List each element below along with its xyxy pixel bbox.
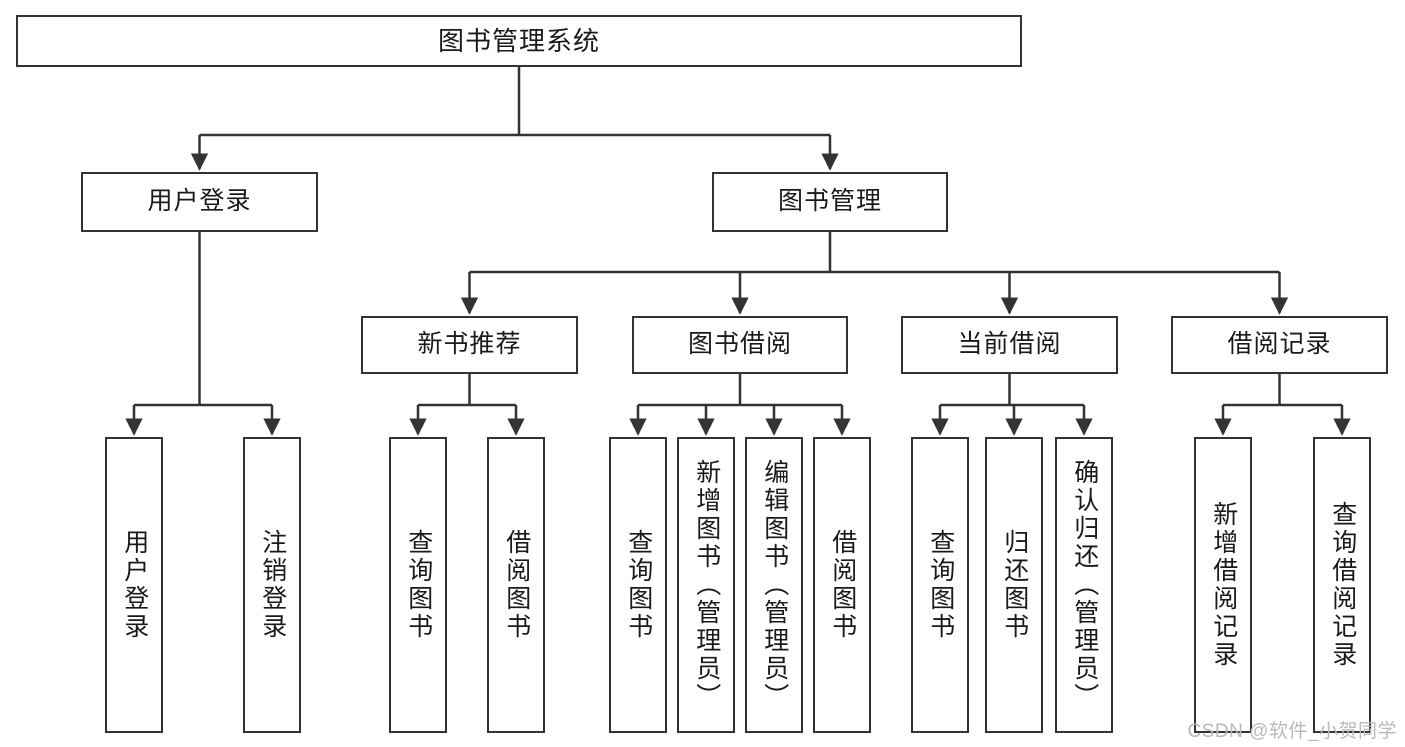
leaf-label: 归还图书	[1000, 529, 1029, 641]
watermark: CSDN @软件_小贺同学	[1187, 721, 1397, 742]
node-leaf-query-record[interactable]: 查询借阅记录	[1313, 437, 1371, 733]
node-leaf-edit-book[interactable]: 编辑图书（管理员）	[745, 437, 803, 733]
node-leaf-user-login[interactable]: 用户登录	[105, 437, 163, 733]
node-new-book-recommend[interactable]: 新书推荐	[361, 316, 578, 374]
node-book-management[interactable]: 图书管理	[712, 172, 948, 232]
leaf-label: 查询图书	[624, 529, 653, 641]
leaf-label: 确认归还（管理员）	[1070, 459, 1099, 711]
node-root[interactable]: 图书管理系统	[16, 15, 1022, 67]
leaf-label: 查询借阅记录	[1328, 501, 1357, 669]
node-leaf-confirm-return[interactable]: 确认归还（管理员）	[1055, 437, 1113, 733]
leaf-label: 注销登录	[258, 529, 287, 641]
leaf-label: 新增借阅记录	[1209, 501, 1238, 669]
leaf-label: 借阅图书	[502, 529, 531, 641]
node-borrow-record[interactable]: 借阅记录	[1171, 316, 1388, 374]
node-book-borrow[interactable]: 图书借阅	[632, 316, 848, 374]
node-leaf-return-book[interactable]: 归还图书	[985, 437, 1043, 733]
node-leaf-borrow-book-1[interactable]: 借阅图书	[487, 437, 545, 733]
node-leaf-query-book-1[interactable]: 查询图书	[389, 437, 447, 733]
leaf-label: 查询图书	[926, 529, 955, 641]
leaf-label: 新增图书（管理员）	[692, 459, 721, 711]
node-user-login[interactable]: 用户登录	[81, 172, 318, 232]
node-leaf-add-book[interactable]: 新增图书（管理员）	[677, 437, 735, 733]
node-leaf-user-logout[interactable]: 注销登录	[243, 437, 301, 733]
node-leaf-query-book-2[interactable]: 查询图书	[609, 437, 667, 733]
leaf-label: 查询图书	[404, 529, 433, 641]
node-leaf-borrow-book-2[interactable]: 借阅图书	[813, 437, 871, 733]
leaf-label: 用户登录	[120, 529, 149, 641]
node-current-borrow[interactable]: 当前借阅	[901, 316, 1118, 374]
node-leaf-query-book-3[interactable]: 查询图书	[911, 437, 969, 733]
leaf-label: 借阅图书	[828, 529, 857, 641]
leaf-label: 编辑图书（管理员）	[760, 459, 789, 711]
node-leaf-add-record[interactable]: 新增借阅记录	[1194, 437, 1252, 733]
